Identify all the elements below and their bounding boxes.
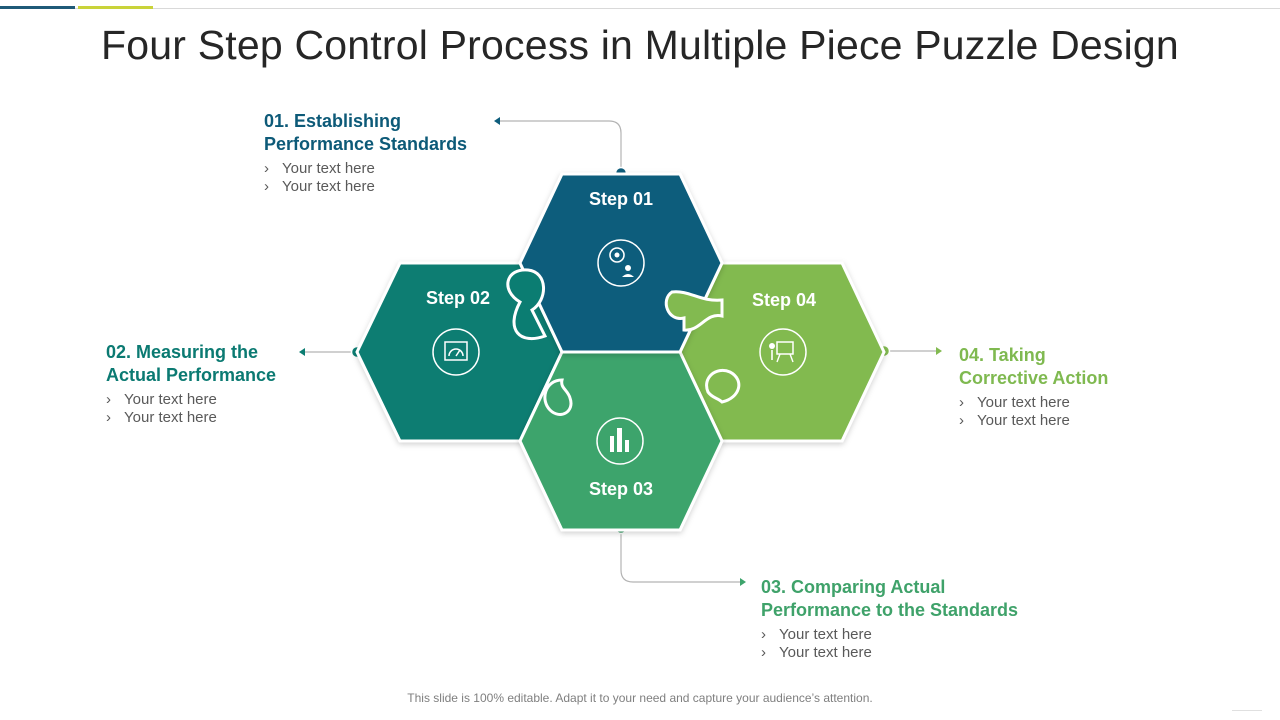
puzzle-tab-step4b — [705, 369, 741, 404]
step2-heading: 02. Measuring the Actual Performance — [106, 342, 277, 385]
puzzle-tab-step3 — [543, 378, 573, 416]
gauge-meter-icon — [432, 328, 480, 376]
list-item: ›Your text here — [761, 644, 872, 661]
slide-title: Four Step Control Process in Multiple Pi… — [101, 22, 1179, 68]
list-item: ›Your text here — [106, 409, 217, 426]
person-target-icon — [597, 239, 645, 287]
bar-chart-icon — [596, 417, 644, 465]
step1-description: 01. Establishing Performance Standards ›… — [264, 110, 564, 196]
step1-bullets: ›Your text here ›Your text here — [264, 160, 564, 196]
puzzle-tab-step2 — [506, 268, 548, 341]
list-item: ›Your text here — [264, 178, 375, 195]
step-label-3: Step 03 — [589, 479, 653, 499]
connector-step4 — [877, 344, 942, 358]
list-item: ›Your text here — [761, 626, 872, 643]
list-item: ›Your text here — [959, 412, 1070, 429]
step-label-2: Step 02 — [426, 288, 490, 308]
top-accent-bar-blue — [0, 6, 75, 9]
step2-description: 02. Measuring the Actual Performance ›Yo… — [106, 341, 326, 427]
step3-description: 03. Comparing Actual Performance to the … — [761, 576, 1081, 662]
connector-step3 — [614, 521, 746, 586]
list-item: ›Your text here — [264, 160, 375, 177]
step2-bullets: ›Your text here ›Your text here — [106, 391, 326, 427]
top-divider-line — [0, 8, 1280, 9]
step4-description: 04. Taking Corrective Action ›Your text … — [959, 344, 1179, 430]
step1-heading: 01. Establishing Performance Standards — [264, 111, 468, 154]
list-item: ›Your text here — [106, 391, 217, 408]
top-accent-bar-yellow — [78, 6, 153, 9]
step-label-4: Step 04 — [752, 290, 816, 310]
step4-heading: 04. Taking Corrective Action — [959, 345, 1109, 388]
list-item: ›Your text here — [959, 394, 1070, 411]
corner-line — [1232, 710, 1262, 711]
step-label-1: Step 01 — [589, 189, 653, 209]
footer-note: This slide is 100% editable. Adapt it to… — [407, 691, 873, 705]
presentation-board-icon — [759, 328, 807, 376]
step3-bullets: ›Your text here ›Your text here — [761, 626, 1081, 662]
step4-bullets: ›Your text here ›Your text here — [959, 394, 1179, 430]
step3-heading: 03. Comparing Actual Performance to the … — [761, 577, 1019, 620]
puzzle-tab-step4 — [664, 290, 724, 332]
